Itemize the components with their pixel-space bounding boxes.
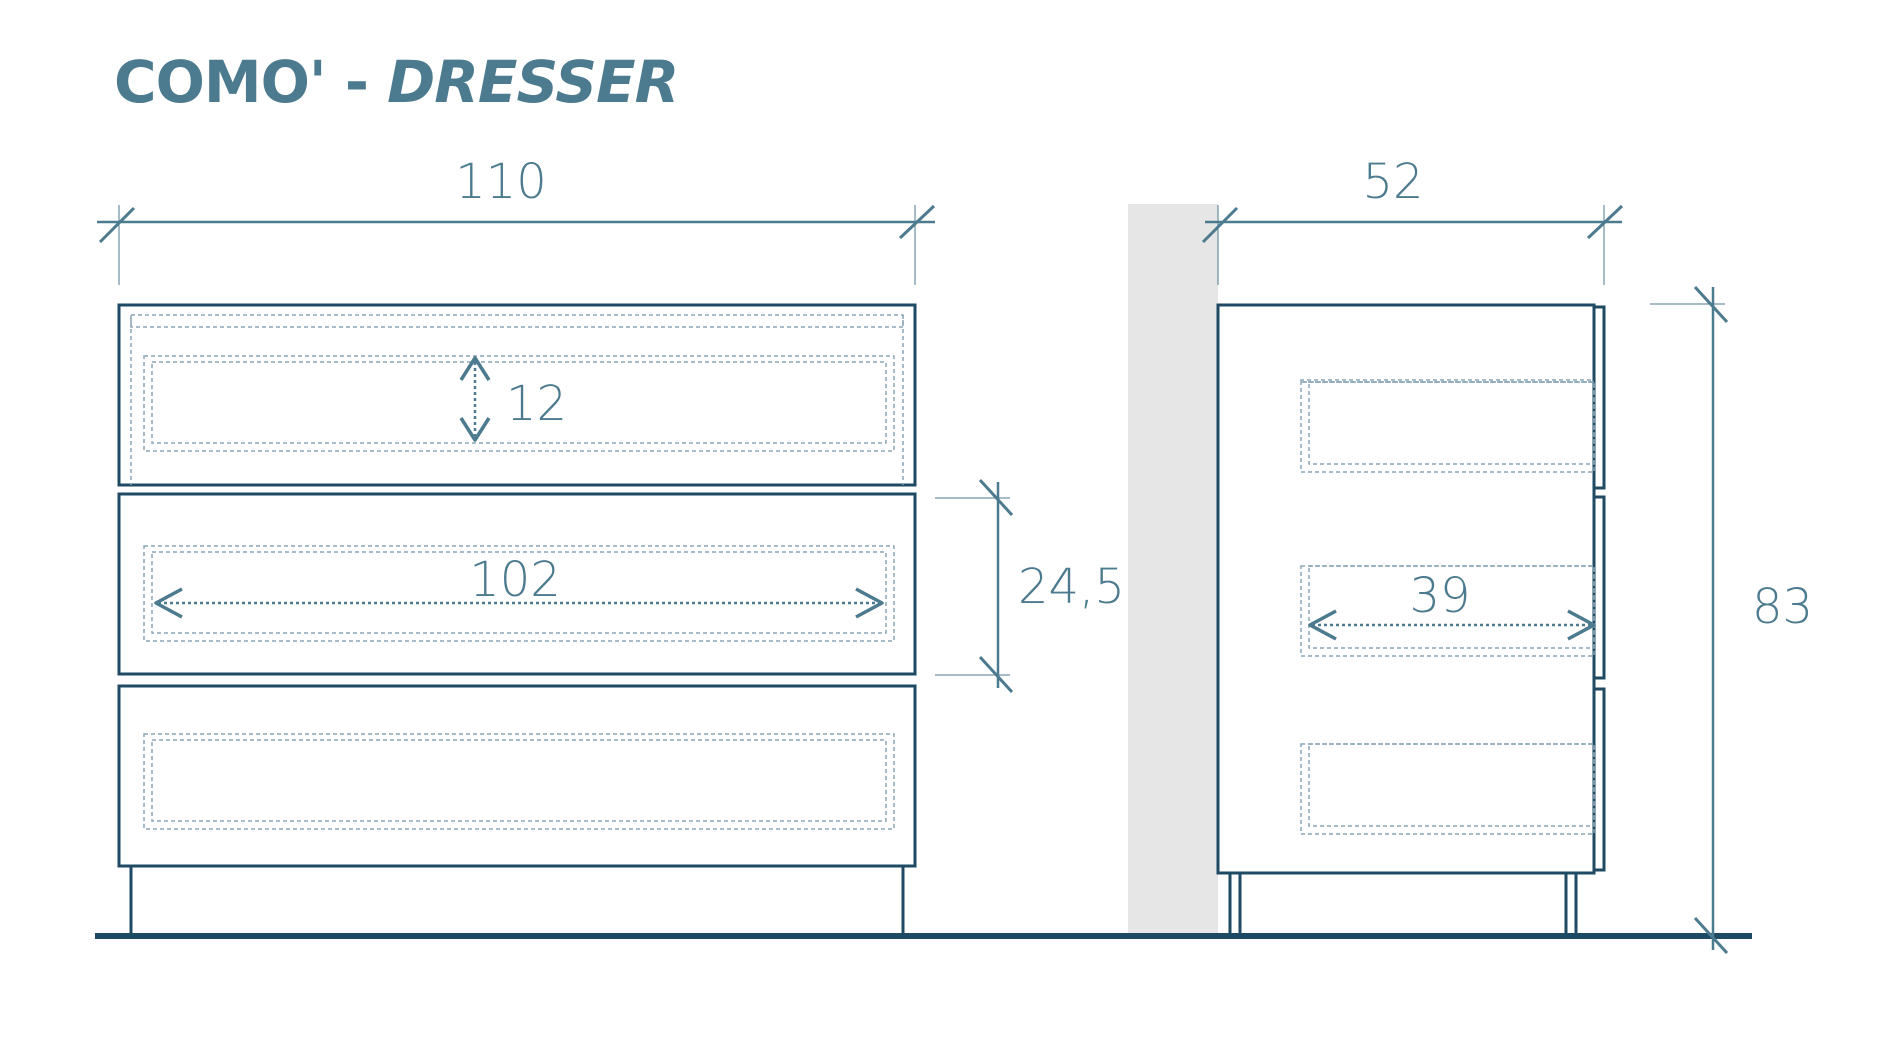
front-width-label: 110 <box>455 154 547 210</box>
front-drawer-top <box>117 303 917 487</box>
front-view: 110 12 102 <box>97 154 1125 936</box>
diagram-title: COMO' - DRESSER <box>114 48 679 116</box>
title-product-name: DRESSER <box>387 48 679 116</box>
dimension-total-height: 83 <box>1650 285 1813 955</box>
side-drawer-box-top <box>1300 379 1595 473</box>
dimension-side-depth: 52 <box>1201 154 1624 285</box>
side-depth-label: 52 <box>1362 154 1423 210</box>
total-height-label: 83 <box>1752 579 1813 635</box>
side-drawer-front-middle <box>1592 495 1606 680</box>
drawer-height-label: 24,5 <box>1018 559 1125 615</box>
inner-width-label: 102 <box>469 552 561 608</box>
side-drawer-front-top <box>1592 305 1606 490</box>
handle-height-label: 12 <box>506 376 567 432</box>
title-product-code: COMO' - <box>114 48 388 116</box>
side-view: 52 39 83 <box>1201 154 1813 955</box>
front-drawer-bottom <box>117 684 917 868</box>
dimension-inner-depth: 39 <box>1308 568 1596 641</box>
side-drawer-front-bottom <box>1592 687 1606 872</box>
dimension-inner-width: 102 <box>154 552 884 619</box>
side-drawer-box-bottom <box>1300 743 1595 835</box>
side-drawer-box-middle <box>1300 565 1595 657</box>
dimension-front-width: 110 <box>97 154 936 285</box>
wall <box>1128 204 1218 936</box>
dimension-handle-height: 12 <box>459 356 567 442</box>
inner-depth-label: 39 <box>1409 568 1470 624</box>
dimension-drawer-height: 24,5 <box>935 478 1125 694</box>
front-drawer-middle <box>117 492 917 676</box>
